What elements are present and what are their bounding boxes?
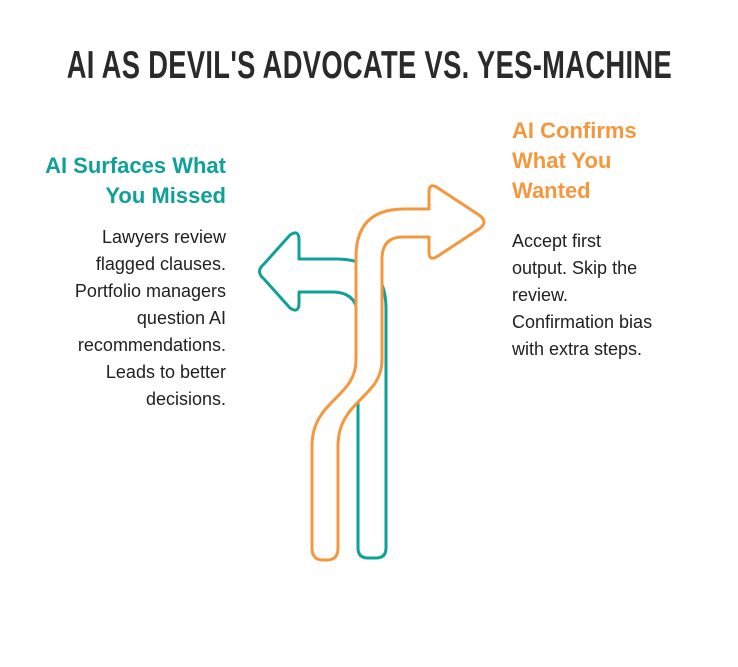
- devils-advocate-section: AI Surfaces What You Missed Lawyers revi…: [0, 151, 226, 413]
- devils-advocate-body: Lawyers review flagged clauses. Portfoli…: [74, 227, 226, 409]
- yes-machine-body: Accept first output. Skip the review. Co…: [512, 231, 653, 359]
- right-branch-arrow-icon: [310, 184, 486, 562]
- title-row: AI AS DEVIL'S ADVOCATE VS. YES-MACHINE: [0, 44, 738, 88]
- page-title: AI AS DEVIL'S ADVOCATE VS. YES-MACHINE: [66, 44, 672, 87]
- yes-machine-section: AI Confirms What You Wanted Accept first…: [512, 116, 734, 363]
- yes-machine-heading: AI Confirms What You Wanted: [512, 118, 637, 203]
- devils-advocate-heading: AI Surfaces What You Missed: [45, 153, 226, 208]
